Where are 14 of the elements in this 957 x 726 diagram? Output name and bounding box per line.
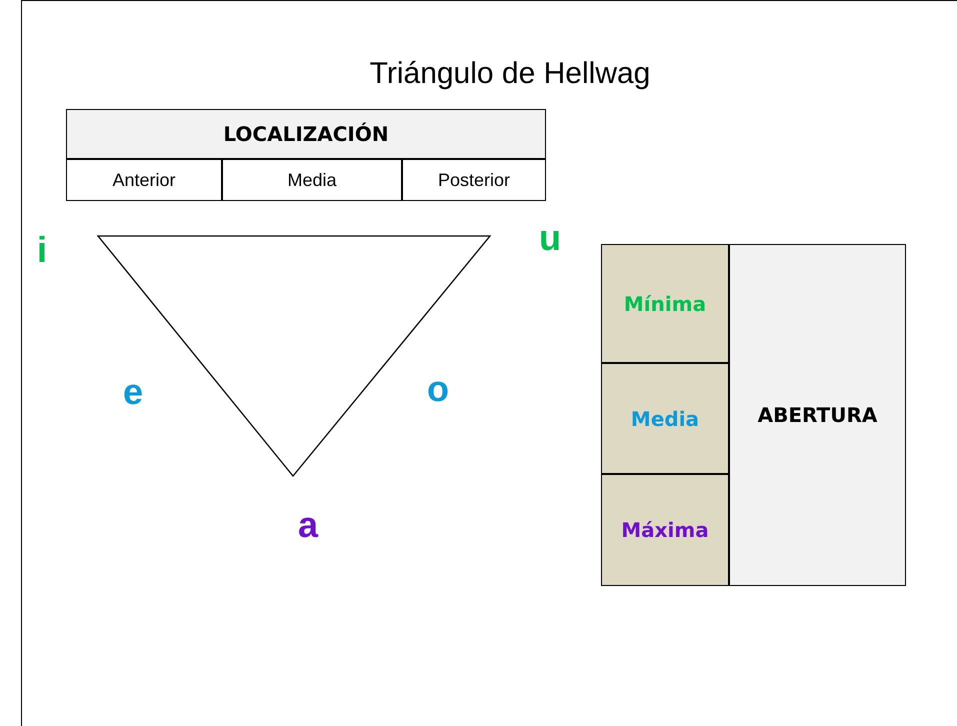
vowel-label: o bbox=[426, 367, 450, 411]
table-cell: Máxima bbox=[601, 474, 729, 586]
table-cell: Media bbox=[222, 159, 402, 201]
table-cell: Anterior bbox=[66, 159, 222, 201]
table-cell: ABERTURA bbox=[729, 244, 906, 586]
table-cell: Media bbox=[601, 363, 729, 474]
table-cell: Posterior bbox=[402, 159, 546, 201]
table-header-cell: LOCALIZACIÓN bbox=[66, 109, 546, 159]
vowel-label: u bbox=[538, 216, 562, 260]
vowel-label: e bbox=[122, 370, 144, 414]
vowel-label: i bbox=[36, 228, 48, 272]
vowel-label: a bbox=[296, 503, 320, 547]
diagram-title: Triángulo de Hellwag bbox=[368, 56, 652, 92]
table-cell: Mínima bbox=[601, 244, 729, 363]
